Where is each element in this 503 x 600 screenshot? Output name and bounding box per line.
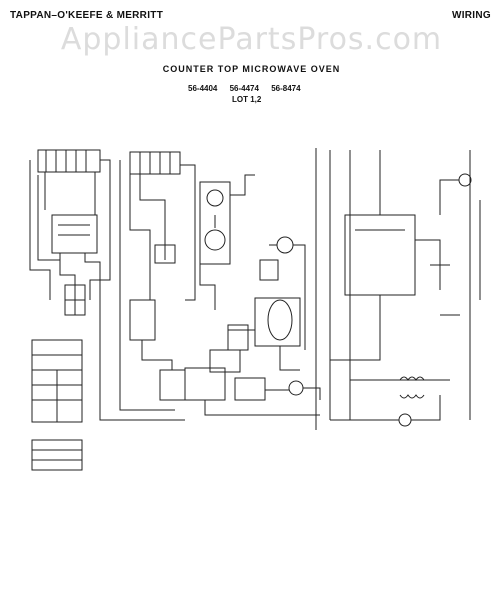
- model-numbers: 56-4404 56-4474 56-8474: [188, 84, 311, 93]
- switch-block-middle: [99, 151, 196, 421]
- fuse-block: [64, 284, 86, 316]
- timer-unit: [51, 214, 101, 315]
- switch-block-left: [29, 149, 111, 300]
- model-number: 56-4404: [188, 84, 218, 93]
- watermark: AppliancePartsPros.com: [60, 22, 443, 57]
- control-block: [184, 324, 321, 416]
- relay-oval: [228, 297, 301, 371]
- lot-label: LOT 1,2: [232, 95, 262, 104]
- fan-motor: [259, 236, 306, 350]
- section-header: WIRING: [451, 10, 491, 21]
- diagram-title: COUNTER TOP MICROWAVE OVEN: [162, 64, 341, 74]
- model-number: 56-8474: [271, 84, 301, 93]
- model-number: 56-4474: [229, 84, 259, 93]
- schematic-right: [329, 150, 481, 427]
- label-table: [31, 339, 83, 471]
- brand-header: TAPPAN–O'KEEFE & MERRITT: [10, 10, 164, 21]
- transformer: [199, 174, 255, 310]
